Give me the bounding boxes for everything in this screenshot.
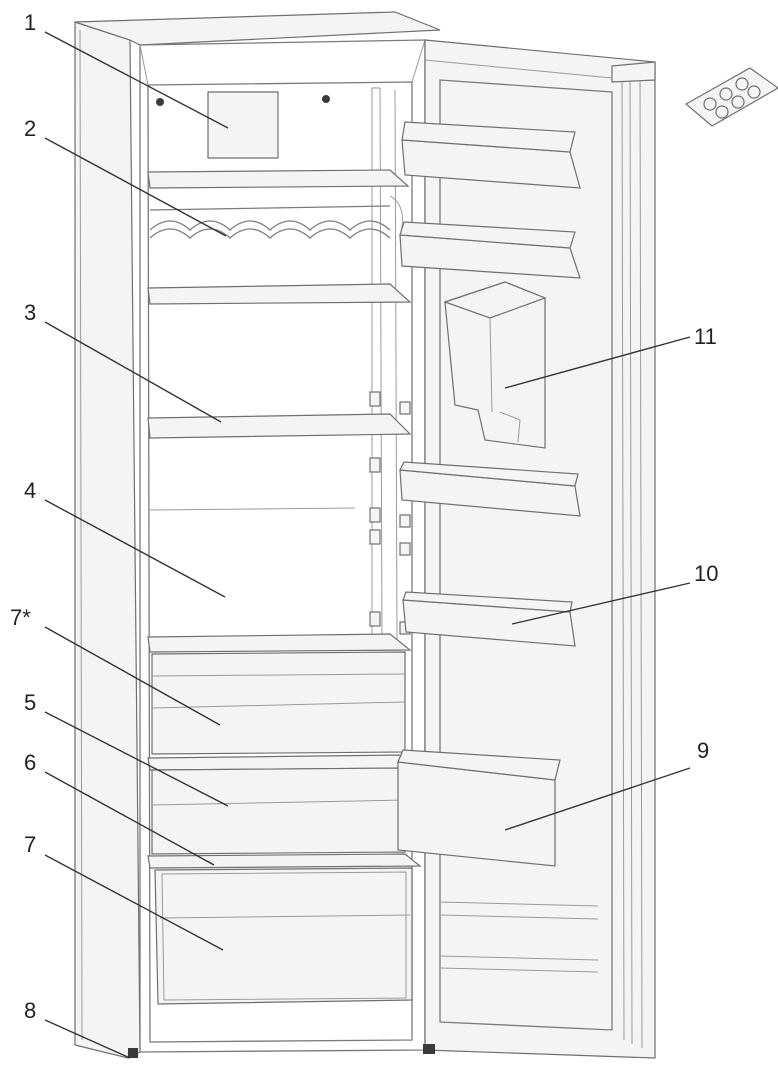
callout-7: 7 <box>24 832 36 857</box>
leader-7star <box>44 626 221 726</box>
callout-4: 4 <box>24 478 36 503</box>
callout-11: 11 <box>694 324 717 349</box>
callout-labels: 1 2 3 4 7* 5 6 7 8 11 10 9 <box>10 10 718 1023</box>
leader-11 <box>504 336 691 389</box>
leader-9 <box>504 767 691 831</box>
water-tank <box>443 281 547 449</box>
door-shelf-1 <box>401 121 581 189</box>
callout-2: 2 <box>24 116 36 141</box>
drawer-lower <box>154 867 413 1005</box>
callout-5: 5 <box>24 690 36 715</box>
leader-7 <box>44 854 224 951</box>
leader-lines <box>44 31 691 1059</box>
callout-9: 9 <box>697 738 709 763</box>
callout-8: 8 <box>24 998 36 1023</box>
drawer-upper <box>151 651 406 755</box>
cabinet <box>74 11 441 1059</box>
door-shelf-9 <box>397 749 561 867</box>
drawer-lower-cover <box>147 853 422 869</box>
glass-shelf-lower <box>147 633 412 653</box>
callout-10: 10 <box>694 561 718 586</box>
light-fan-unit <box>156 91 330 159</box>
leader-10 <box>511 582 691 625</box>
door-shelf-3 <box>399 461 581 517</box>
leader-3 <box>44 321 222 423</box>
wine-rack <box>147 169 410 239</box>
door-shelf-10 <box>402 591 576 647</box>
callout-6: 6 <box>24 750 36 775</box>
glass-shelf-upper <box>147 283 412 305</box>
leader-1 <box>44 31 229 129</box>
leader-6 <box>44 771 215 866</box>
shelf-supports <box>369 391 411 635</box>
egg-tray <box>684 67 778 127</box>
adjustable-foot <box>128 1048 138 1058</box>
leader-8 <box>44 1019 131 1059</box>
leader-2 <box>44 137 227 237</box>
door-shelf-2 <box>399 221 581 279</box>
glass-shelf-middle <box>147 413 412 439</box>
leader-5 <box>44 711 229 807</box>
drawer-middle <box>151 767 406 855</box>
door <box>423 39 656 1059</box>
callout-1: 1 <box>24 10 36 35</box>
callout-3: 3 <box>24 300 36 325</box>
callout-7star: 7* <box>10 605 31 630</box>
leader-4 <box>44 499 226 598</box>
